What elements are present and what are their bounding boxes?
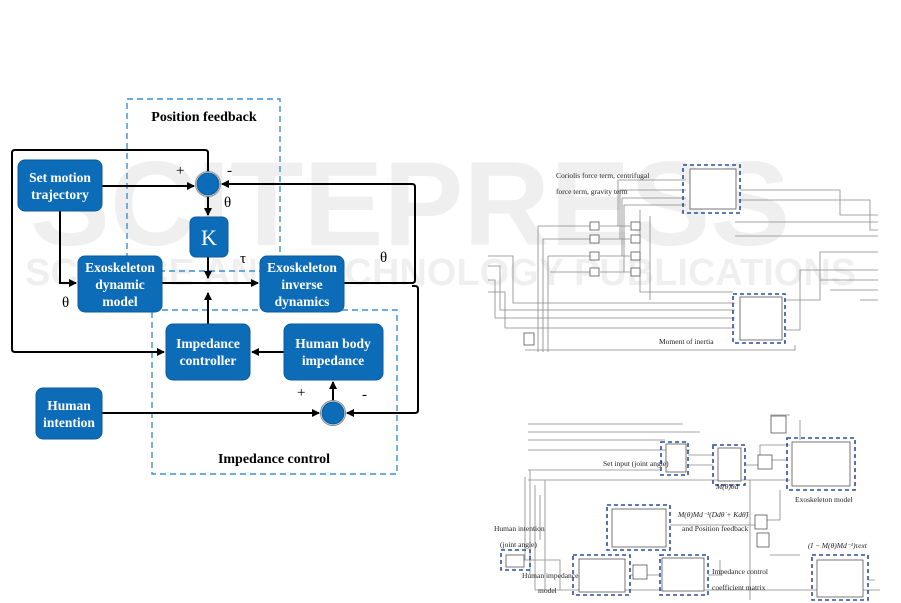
theta-label: θ xyxy=(224,195,231,211)
exoskeleton-dynamic-model-block: Exoskeleton dynamic model xyxy=(77,255,163,313)
svg-text:intention: intention xyxy=(43,415,95,430)
human-impedance-subsystem xyxy=(572,554,631,596)
plus-sign: + xyxy=(297,385,305,401)
svg-text:M(θ)θ̈d: M(θ)θ̈d xyxy=(715,482,739,491)
svg-text:model: model xyxy=(538,586,557,595)
svg-text:and Position feedback: and Position feedback xyxy=(682,524,748,533)
outer-loop-line xyxy=(11,149,209,356)
set-to-dynamic-line xyxy=(59,211,77,287)
human-intention-block: Human intention xyxy=(35,387,103,440)
svg-text:Exoskeleton: Exoskeleton xyxy=(85,260,155,275)
svg-text:trajectory: trajectory xyxy=(31,187,89,202)
svg-text:K: K xyxy=(201,225,217,250)
svg-text:Human intention: Human intention xyxy=(494,524,545,533)
svg-text:SCIENCE AND TECHNOLOGY PUBLICA: SCIENCE AND TECHNOLOGY PUBLICATIONS xyxy=(25,252,856,294)
svg-text:Set input (joint angle): Set input (joint angle) xyxy=(603,459,669,468)
svg-text:coefficient matrix: coefficient matrix xyxy=(712,583,766,592)
svg-text:Moment of inertia: Moment of inertia xyxy=(659,337,714,346)
theta-feedback-line xyxy=(221,180,416,284)
svg-text:model: model xyxy=(102,294,137,309)
svg-text:(I − M(θ)Md⁻¹)τext: (I − M(θ)Md⁻¹)τext xyxy=(808,541,868,550)
position-feedback-title: Position feedback xyxy=(151,110,257,125)
svg-text:Exoskeleton model: Exoskeleton model xyxy=(795,495,853,504)
k-gain-block: K xyxy=(189,216,229,258)
plus-sign: + xyxy=(176,163,184,179)
impedance-control-subsystem xyxy=(659,554,709,596)
svg-text:Set motion: Set motion xyxy=(29,170,91,185)
inertia-subsystem xyxy=(732,293,786,344)
svg-text:Impedance: Impedance xyxy=(176,336,240,351)
svg-text:Impedance control: Impedance control xyxy=(712,567,768,576)
m-theta-subsystem xyxy=(712,444,746,486)
set-input-subsystem xyxy=(660,441,689,476)
exoskeleton-model-subsystem xyxy=(786,437,856,491)
svg-text:M(θ)Md⁻¹(Ddθ̇ + Kdθ̃): M(θ)Md⁻¹(Ddθ̇ + Kdθ̃) xyxy=(677,510,749,519)
svg-text:Coriolis force term, centrifug: Coriolis force term, centrifugal xyxy=(556,171,649,180)
svg-text:Human impedance: Human impedance xyxy=(522,571,579,580)
simulink-model-top: Coriolis force term, centrifugal force t… xyxy=(488,164,878,352)
coriolis-subsystem xyxy=(682,164,741,214)
set-motion-trajectory-block: Set motion trajectory xyxy=(17,159,103,212)
impedance-controller-block: Impedance controller xyxy=(165,323,251,381)
simulink-model-bottom: Set input (joint angle) M(θ)θ̈d Exoskele… xyxy=(494,414,880,601)
joint-angle-subsystem xyxy=(500,549,531,571)
svg-text:dynamics: dynamics xyxy=(275,294,330,309)
svg-text:controller: controller xyxy=(180,353,237,368)
tau-label: τ xyxy=(240,251,246,267)
theta-label: θ xyxy=(62,295,69,311)
external-torque-subsystem xyxy=(811,554,869,601)
theta-impedance-line xyxy=(346,285,419,417)
svg-text:dynamic: dynamic xyxy=(95,277,145,292)
svg-text:SCITEPRESS: SCITEPRESS xyxy=(30,137,790,271)
minus-sign: - xyxy=(227,163,232,179)
svg-text:Human body: Human body xyxy=(295,336,371,351)
theta-label: θ xyxy=(380,250,387,266)
svg-text:inverse: inverse xyxy=(281,277,322,292)
feedback-subsystem xyxy=(606,504,671,551)
svg-text:Exoskeleton: Exoskeleton xyxy=(267,260,337,275)
control-block-diagram: Position feedback Impedance control Set … xyxy=(11,98,419,475)
human-body-impedance-block: Human body impedance xyxy=(283,323,384,381)
svg-text:(joint angle): (joint angle) xyxy=(500,540,537,549)
svg-text:force term, gravity term: force term, gravity term xyxy=(556,187,628,196)
svg-text:impedance: impedance xyxy=(302,353,364,368)
svg-text:Human: Human xyxy=(47,398,91,413)
minus-sign: - xyxy=(362,387,367,403)
watermark: SCITEPRESS SCIENCE AND TECHNOLOGY PUBLIC… xyxy=(25,137,856,294)
exoskeleton-inverse-dynamics-block: Exoskeleton inverse dynamics xyxy=(259,255,345,313)
impedance-control-title: Impedance control xyxy=(218,452,330,467)
